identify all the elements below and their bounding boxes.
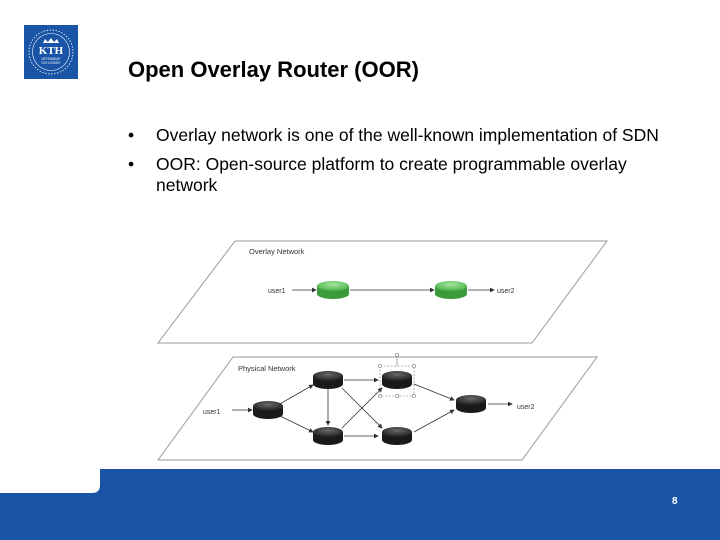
- bullet-text: Overlay network is one of the well-known…: [156, 125, 659, 145]
- selection-handle: [395, 353, 399, 357]
- overlay-user1-label: user1: [268, 288, 286, 295]
- logo-line3: OCH KONST: [42, 61, 61, 65]
- selection-handle: [378, 394, 382, 398]
- physical-link: [277, 384, 314, 406]
- physical-router-icon: [456, 395, 486, 413]
- selection-handle: [395, 394, 399, 398]
- physical-network-label: Physical Network: [238, 364, 296, 373]
- kth-crown-emblem-icon: KTH VETENSKAP OCH KONST: [28, 29, 74, 75]
- physical-router-icon: [253, 401, 283, 419]
- physical-link: [277, 414, 314, 433]
- physical-router-icon: [313, 427, 343, 445]
- selection-handle: [378, 364, 382, 368]
- logo-line2: VETENSKAP: [41, 57, 60, 61]
- selection-handle: [412, 364, 416, 368]
- overlay-network-plane: [156, 240, 608, 344]
- physical-link: [413, 409, 455, 433]
- physical-router-icon: [313, 371, 343, 389]
- bullet-symbol: •: [128, 125, 135, 145]
- overlay-router-icon: [435, 281, 467, 299]
- physical-network-plane: [157, 356, 598, 461]
- logo-kth-text: KTH: [39, 45, 64, 57]
- physical-link: [413, 383, 455, 401]
- bullet-item: • Overlay network is one of the well-kno…: [128, 125, 688, 146]
- kth-logo: KTH VETENSKAP OCH KONST: [24, 25, 78, 79]
- physical-user2-label: user2: [517, 404, 535, 411]
- bullet-list: • Overlay network is one of the well-kno…: [128, 125, 688, 204]
- physical-router-icon: [382, 371, 412, 389]
- selection-handle: [412, 394, 416, 398]
- bullet-text: OOR: Open-source platform to create prog…: [156, 154, 627, 195]
- physical-user1-label: user1: [203, 409, 221, 416]
- physical-router-icon: [382, 427, 412, 445]
- overlay-user2-label: user2: [497, 288, 515, 295]
- physical-link: [341, 387, 383, 429]
- overlay-router-icon: [317, 281, 349, 299]
- bullet-symbol: •: [128, 154, 135, 174]
- overlay-network-label: Overlay Network: [249, 247, 305, 256]
- slide-title: Open Overlay Router (OOR): [128, 57, 419, 82]
- bullet-item: • OOR: Open-source platform to create pr…: [128, 154, 688, 196]
- page-number: 8: [672, 496, 678, 507]
